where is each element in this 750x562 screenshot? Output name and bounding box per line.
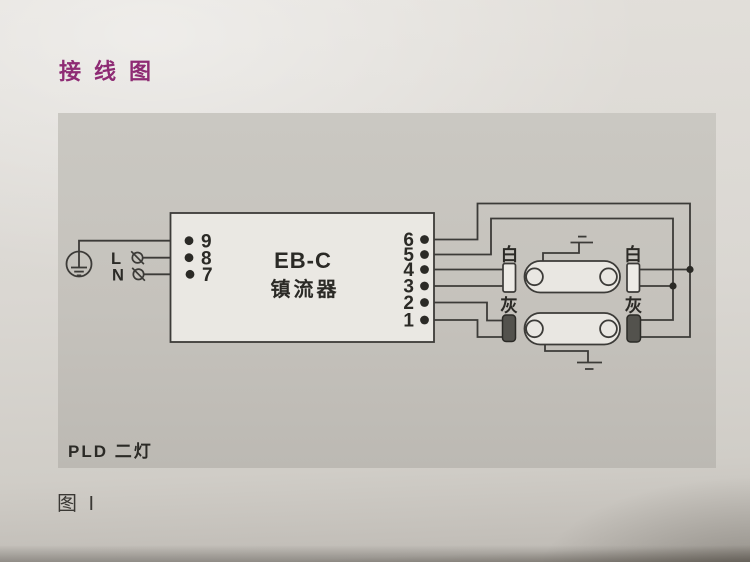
terminal-label-8: 8 (201, 248, 212, 269)
lampholder-gray-left (501, 314, 517, 343)
wires (78, 202, 691, 338)
lampholder-white-left (502, 262, 517, 293)
lamp-top-right-end (599, 267, 618, 287)
ballast-model-label: EB-C (274, 248, 332, 273)
terminal-dot-7 (185, 269, 195, 279)
terminal-label-1: 1 (403, 311, 414, 332)
earth-input-icon (65, 250, 93, 278)
earth-top-lead (542, 242, 580, 261)
terminal-dot-9 (184, 236, 194, 246)
mains-label-live: L (111, 250, 121, 268)
terminal-label-5: 5 (403, 245, 414, 266)
terminal-dot-5 (420, 250, 429, 259)
terminal-dot-8 (184, 253, 194, 263)
holder-label-white-left: 白 (501, 245, 519, 265)
wire-terminal-5 (424, 217, 674, 321)
wire-earth-to-terminal-9 (78, 239, 189, 252)
lamp-top (523, 260, 621, 294)
terminal-label-6: 6 (403, 230, 414, 251)
terminal-label-2: 2 (403, 293, 414, 314)
junction-dot-inner (669, 282, 677, 290)
mains-label-neutral: N (112, 267, 124, 285)
wire-terminal-1 (424, 319, 503, 338)
earth-bottom-lead (544, 344, 589, 363)
lamp-bottom-tube (523, 312, 621, 346)
terminal-dots (184, 235, 694, 325)
terminal-dot-2 (420, 298, 429, 307)
lampholder-gray-right (626, 314, 642, 343)
wire-terminal-2 (424, 301, 503, 322)
terminal-label-9: 9 (201, 232, 212, 253)
live-terminal-slash (130, 250, 145, 265)
earth-icon-top (542, 235, 593, 261)
figure-caption: 图 I (57, 493, 98, 515)
junction-dot-outer (686, 265, 694, 274)
neutral-terminal-slash (131, 267, 146, 282)
lamp-config-caption: PLD 二灯 (68, 442, 153, 461)
terminal-dot-3 (420, 281, 429, 291)
terminal-dot-6 (420, 235, 429, 244)
earth-icon-bottom (544, 344, 602, 370)
lampholder-white-right (626, 262, 641, 293)
lamp-bottom-left-end (525, 319, 544, 339)
terminal-label-4: 4 (403, 260, 414, 281)
lamp-top-tube (523, 260, 621, 294)
ballast-box (169, 212, 435, 343)
lamp-bottom-right-end (599, 319, 618, 339)
ballast-type-label: 镇流器 (271, 277, 340, 301)
lamp-top-left-end (525, 267, 544, 287)
lamp-bottom (523, 312, 621, 346)
terminal-dot-4 (420, 265, 429, 274)
earth-circle (65, 250, 93, 278)
holder-label-gray-right: 灰 (625, 296, 643, 316)
terminal-dot-1 (420, 315, 429, 325)
holder-label-white-right: 白 (624, 245, 642, 265)
live-terminal-icon (131, 251, 144, 264)
neutral-terminal-icon (132, 268, 145, 281)
page-title: 接线图 (59, 59, 165, 84)
wire-terminal-6 (424, 202, 691, 338)
mains-terminals (130, 250, 146, 282)
terminal-label-3: 3 (403, 277, 414, 298)
terminal-label-7: 7 (202, 265, 213, 286)
holder-label-gray-left: 灰 (500, 296, 518, 316)
